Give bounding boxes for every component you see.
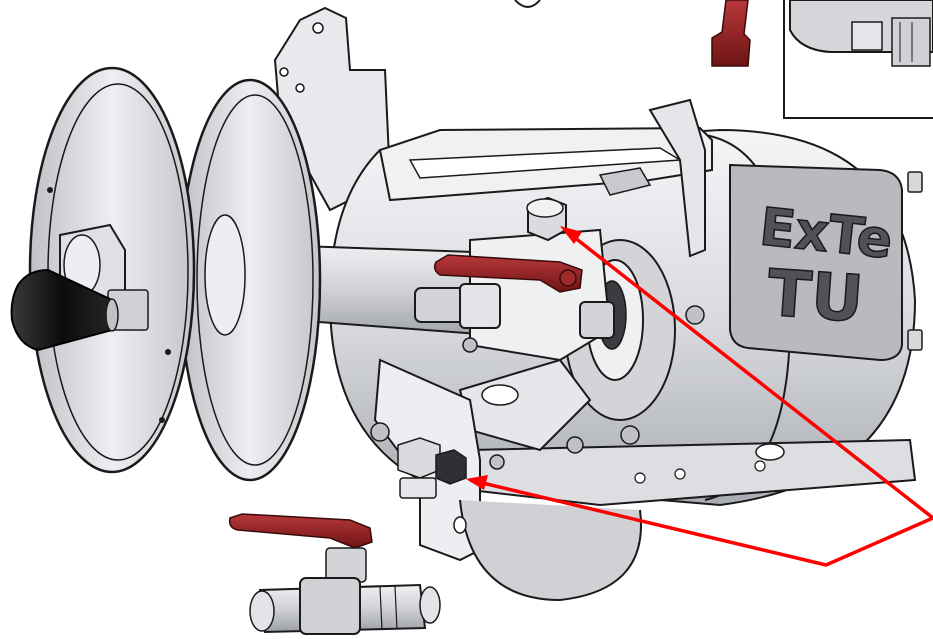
logo-panel: ExTe TU [729, 163, 903, 362]
top-lever-handle [711, 0, 751, 67]
center-clamp-bracket [414, 196, 615, 452]
logo-line-1: ExTe [757, 197, 895, 271]
inset-detail-box [783, 0, 933, 119]
top-arc-part [514, 0, 541, 8]
front-reel-disc [28, 66, 196, 474]
hand-knob [10, 268, 119, 352]
callout-leader-line [469, 478, 933, 567]
logo-line-2: TU [765, 257, 866, 337]
callout-arrows [466, 226, 933, 567]
callout-upper-line [563, 228, 933, 520]
top-frame [378, 98, 713, 258]
arrow-callout-icon [560, 226, 582, 244]
rear-reel-disc [178, 78, 322, 482]
center-lever-handle [433, 254, 583, 293]
arrow-callout-icon [466, 475, 488, 490]
bottom-ball-valve [228, 513, 441, 635]
lower-bracket [370, 358, 642, 602]
